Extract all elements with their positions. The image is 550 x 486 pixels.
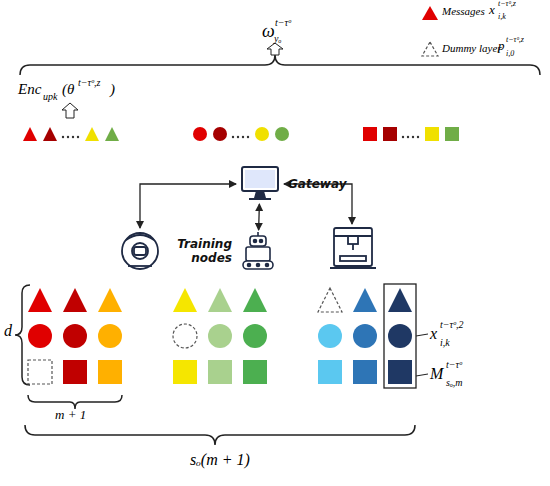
legend-text: Messages — [442, 6, 485, 17]
message-circle — [243, 324, 267, 348]
message-triangle — [243, 288, 267, 312]
message-square — [383, 127, 397, 141]
math-label: i,k — [498, 13, 506, 21]
message-triangle — [173, 288, 197, 312]
math-label: t−τᵒ — [446, 360, 462, 370]
message-square — [353, 360, 377, 384]
math-label: d — [4, 323, 12, 339]
legend-triangle — [422, 6, 438, 20]
math-label: ) — [110, 82, 115, 97]
message-circle — [275, 127, 289, 141]
math-label: i,k — [440, 338, 450, 348]
legend-dashed-triangle — [422, 42, 438, 56]
math-label: t−τᵒ,z — [498, 0, 516, 8]
message-circle — [388, 324, 412, 348]
dummy-layer-shape — [318, 288, 342, 312]
robot-icon — [243, 232, 273, 269]
message-triangle — [43, 127, 57, 141]
message-circle — [213, 127, 227, 141]
top-brace — [20, 55, 540, 75]
message-triangle — [85, 127, 99, 141]
math-label: x — [430, 326, 437, 342]
training-node: Training nodes — [240, 232, 276, 270]
math-label: t−τᵒ,2 — [440, 320, 463, 330]
message-shapes — [23, 127, 459, 384]
message-triangle — [98, 288, 122, 312]
column-brace — [28, 395, 122, 409]
math-label: x — [489, 3, 495, 16]
message-circle — [255, 127, 269, 141]
hollow-arrow — [267, 43, 283, 55]
math-label: t−τᵒ,z — [78, 78, 100, 88]
message-circle — [318, 324, 342, 348]
math-label: t−τᵒ — [275, 18, 291, 28]
hollow-arrow — [62, 103, 78, 118]
message-triangle — [23, 127, 37, 141]
message-triangle — [63, 288, 87, 312]
link-arrow — [140, 184, 236, 228]
message-square — [173, 360, 197, 384]
math-label: ω — [262, 22, 275, 40]
message-triangle — [388, 288, 412, 312]
math-label: M — [430, 366, 443, 382]
message-circle — [98, 324, 122, 348]
message-triangle — [28, 288, 52, 312]
message-circle — [208, 324, 232, 348]
message-square — [243, 360, 267, 384]
math-label: sₒ,m — [446, 378, 462, 388]
connector-arrow — [258, 204, 260, 230]
message-square — [63, 360, 87, 384]
math-label: i,0 — [506, 50, 514, 58]
leader-line — [416, 334, 428, 336]
message-square — [98, 360, 122, 384]
message-square — [388, 360, 412, 384]
math-label: Enc — [18, 82, 41, 97]
computer-icon — [242, 167, 278, 199]
math-label: sₒ(m + 1) — [190, 452, 250, 468]
gateway-node: Gateway — [238, 164, 282, 202]
message-square — [318, 360, 342, 384]
message-square — [425, 127, 439, 141]
math-label: upk — [43, 92, 57, 102]
message-triangle — [105, 127, 119, 141]
column-frame — [384, 284, 416, 388]
dummy-layer-shape — [28, 360, 52, 384]
message-square — [445, 127, 459, 141]
legend-text: Dummy layer — [442, 43, 502, 54]
message-circle — [28, 324, 52, 348]
message-square — [208, 360, 232, 384]
node-label: Training nodes — [144, 238, 232, 266]
bottom-brace — [25, 425, 415, 445]
message-square — [363, 127, 377, 141]
node-label: Gateway — [288, 178, 378, 192]
message-triangle — [353, 288, 377, 312]
dummy-layer-shape — [173, 324, 197, 348]
message-triangle — [208, 288, 232, 312]
math-label: (θ — [62, 82, 74, 97]
message-circle — [63, 324, 87, 348]
vacuum-robot-icon — [122, 233, 158, 269]
math-label: t−τᵒ,z — [506, 36, 524, 44]
message-circle — [353, 324, 377, 348]
math-label: yₒ — [274, 34, 281, 44]
leader-line — [416, 374, 428, 376]
message-circle — [193, 127, 207, 141]
machine-icon — [330, 228, 376, 268]
math-label: m + 1 — [55, 408, 86, 421]
